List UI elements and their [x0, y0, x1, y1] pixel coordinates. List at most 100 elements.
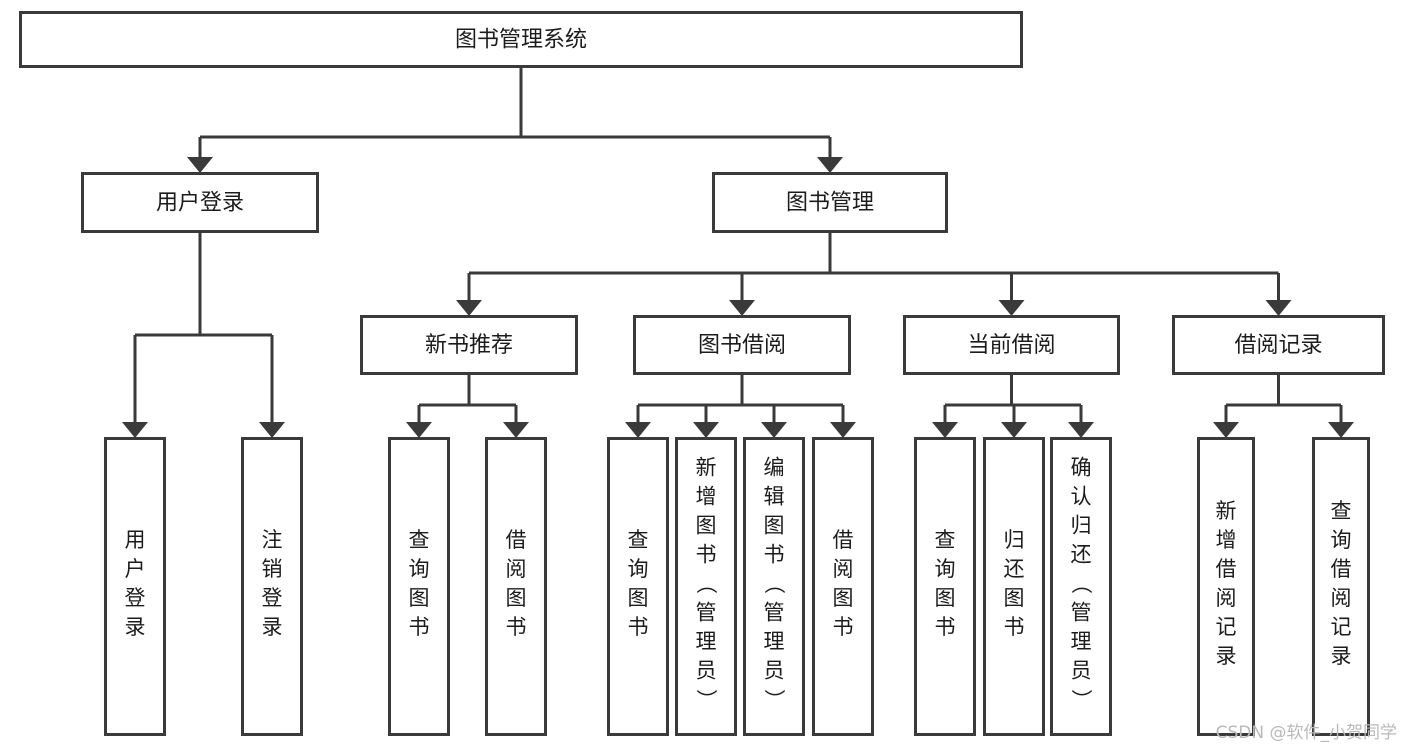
- node-box-current-borrow: [903, 315, 1120, 375]
- node-box-leaf-query-book-rec: [388, 437, 450, 736]
- svg-text:还: 还: [1004, 557, 1025, 581]
- node-label-new-book-rec: 新书推荐: [425, 333, 513, 358]
- svg-text:新: 新: [1216, 499, 1237, 523]
- node-current-borrow[interactable]: 当前借阅: [903, 315, 1120, 375]
- node-box-user-login: [81, 172, 319, 233]
- edge-arrow-head: [259, 422, 285, 438]
- node-label-user-login: 用户登录: [156, 191, 244, 216]
- svg-text:书: 书: [409, 615, 430, 639]
- svg-text:理: 理: [696, 630, 717, 654]
- edge-arrow-head: [998, 300, 1025, 316]
- svg-text:查: 查: [935, 528, 956, 552]
- edge-arrow-head: [456, 300, 482, 316]
- svg-text:阅: 阅: [1331, 586, 1352, 610]
- svg-text:（: （: [762, 573, 786, 594]
- node-layer: 图书管理系统用户登录图书管理新书推荐图书借阅当前借阅借阅记录用户登录注销登录查询…: [19, 11, 1385, 736]
- node-leaf-user-login[interactable]: 用户登录: [104, 437, 166, 736]
- node-borrow-record[interactable]: 借阅记录: [1172, 315, 1385, 375]
- node-label-root: 图书管理系统: [455, 28, 587, 53]
- svg-text:理: 理: [764, 630, 785, 654]
- edge-arrow-head: [761, 422, 787, 438]
- node-user-login[interactable]: 用户登录: [81, 172, 319, 233]
- svg-text:记: 记: [1331, 615, 1352, 639]
- node-label-book-borrow: 图书借阅: [698, 333, 786, 358]
- svg-text:图: 图: [409, 586, 430, 610]
- svg-text:书: 书: [935, 615, 956, 639]
- svg-text:）: ）: [694, 689, 718, 710]
- edge-arrow-head: [187, 157, 213, 173]
- node-box-leaf-borrow-book: [812, 437, 874, 736]
- connector-layer: [122, 68, 1354, 438]
- svg-text:借: 借: [506, 528, 527, 552]
- svg-text:认: 认: [1071, 485, 1092, 509]
- edge-arrow-head: [1068, 422, 1094, 438]
- node-box-book-borrow: [633, 315, 851, 375]
- node-box-book-manage: [712, 172, 948, 233]
- svg-text:管: 管: [696, 601, 717, 625]
- svg-text:员: 员: [764, 659, 785, 683]
- edge-arrow-head: [1328, 422, 1354, 438]
- svg-text:还: 还: [1071, 543, 1092, 567]
- node-box-root: [19, 11, 1023, 68]
- node-label-current-borrow: 当前借阅: [967, 333, 1055, 358]
- node-root[interactable]: 图书管理系统: [19, 11, 1023, 68]
- edge-arrow-head: [830, 422, 856, 438]
- edge-arrow-head: [503, 422, 529, 438]
- svg-text:员: 员: [696, 659, 717, 683]
- svg-text:归: 归: [1004, 528, 1025, 552]
- svg-text:理: 理: [1071, 630, 1092, 654]
- svg-text:书: 书: [764, 543, 785, 567]
- svg-text:销: 销: [262, 557, 283, 581]
- svg-text:用: 用: [125, 528, 146, 552]
- node-label-leaf-user-login: 用户登录: [125, 528, 146, 639]
- edge-arrow-head: [1265, 300, 1292, 316]
- node-book-manage[interactable]: 图书管理: [712, 172, 948, 233]
- node-box-leaf-query-book-borrow: [607, 437, 669, 736]
- node-box-leaf-edit-book-admin: [743, 437, 805, 736]
- svg-text:图: 图: [628, 586, 649, 610]
- node-box-new-book-rec: [360, 315, 578, 375]
- node-new-book-rec[interactable]: 新书推荐: [360, 315, 578, 375]
- svg-text:阅: 阅: [1216, 586, 1237, 610]
- svg-text:图: 图: [1004, 586, 1025, 610]
- edge-arrow-head: [625, 422, 651, 438]
- svg-text:归: 归: [1071, 514, 1092, 538]
- svg-text:查: 查: [1331, 499, 1352, 523]
- svg-text:图: 图: [833, 586, 854, 610]
- svg-text:阅: 阅: [833, 557, 854, 581]
- svg-text:辑: 辑: [764, 485, 785, 509]
- node-box-leaf-user-login: [104, 437, 166, 736]
- node-box-leaf-logout: [241, 437, 303, 736]
- svg-text:）: ）: [1069, 689, 1093, 710]
- node-box-leaf-add-borrow-record: [1197, 437, 1255, 736]
- node-book-borrow[interactable]: 图书借阅: [633, 315, 851, 375]
- node-box-leaf-add-book-admin: [675, 437, 737, 736]
- svg-text:增: 增: [696, 485, 717, 509]
- node-box-leaf-query-book-current: [914, 437, 976, 736]
- svg-text:录: 录: [1216, 644, 1237, 668]
- svg-text:询: 询: [628, 557, 649, 581]
- svg-text:记: 记: [1216, 615, 1237, 639]
- svg-text:管: 管: [1071, 601, 1092, 625]
- svg-text:询: 询: [409, 557, 430, 581]
- svg-text:书: 书: [833, 615, 854, 639]
